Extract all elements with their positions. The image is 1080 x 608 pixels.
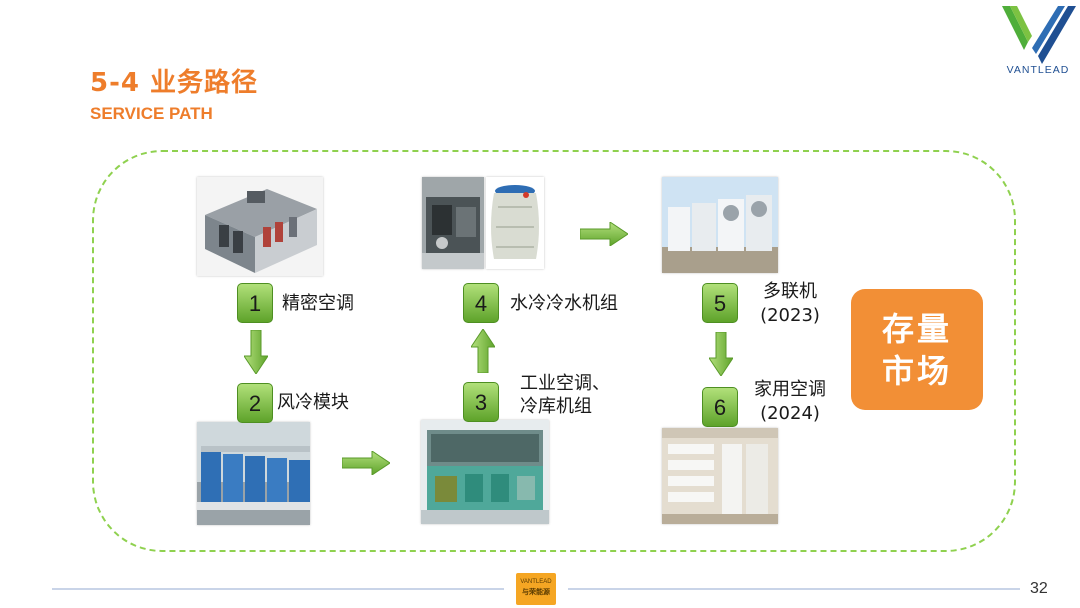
step-badge-1: 1 — [237, 283, 273, 323]
step-label-2: 风冷模块 — [277, 392, 349, 413]
step-label-3-line1: 工业空调、 — [520, 373, 610, 394]
home-ac-image — [662, 428, 778, 524]
stock-market-line1: 存量 — [881, 309, 952, 348]
step-badge-2: 2 — [237, 383, 273, 423]
precision-ac-image — [197, 177, 323, 276]
cooling-tower-image — [486, 177, 544, 269]
arrow-right-icon — [580, 222, 628, 246]
brand-logo-text: VANTLEAD — [1006, 64, 1070, 76]
vantlead-v-logo-icon — [1002, 6, 1076, 64]
step-badge-6: 6 — [702, 387, 738, 427]
step-label-6-line1: 家用空调 — [754, 379, 826, 400]
page-title: 5-4 业务路径 — [90, 68, 259, 98]
step-label-3-line2: 冷库机组 — [520, 396, 592, 417]
arrow-right-icon — [342, 451, 390, 475]
step-label-4: 水冷冷水机组 — [510, 293, 618, 314]
brand-logo: VANTLEAD — [998, 4, 1078, 82]
step-badge-3: 3 — [463, 382, 499, 422]
footer-divider-right — [568, 588, 1020, 590]
vrf-unit-image — [662, 177, 778, 273]
step-badge-4: 4 — [463, 283, 499, 323]
step-badge-5: 5 — [702, 283, 738, 323]
air-cooled-module-image — [197, 422, 310, 525]
footer-logo: VANTLEAD 与荣能源 — [516, 573, 556, 605]
footer-divider-left — [52, 588, 504, 590]
arrow-down-icon — [709, 332, 733, 376]
step-label-5-line2: (2023) — [760, 305, 820, 326]
industrial-ac-image — [421, 420, 549, 524]
page-subtitle: SERVICE PATH — [90, 104, 213, 123]
stock-market-box: 存量 市场 — [851, 289, 983, 410]
water-chiller-image — [422, 177, 484, 269]
footer-logo-en: VANTLEAD — [520, 579, 552, 585]
service-path-frame — [92, 150, 1016, 552]
arrow-up-icon — [471, 329, 495, 373]
footer-logo-cn: 与荣能源 — [522, 588, 550, 596]
step-label-6-line2: (2024) — [760, 403, 820, 424]
step-label-1: 精密空调 — [282, 293, 354, 314]
arrow-down-icon — [244, 330, 268, 374]
page-number: 32 — [1030, 580, 1048, 597]
step-label-5-line1: 多联机 — [763, 281, 817, 302]
stock-market-line2: 市场 — [881, 351, 952, 390]
